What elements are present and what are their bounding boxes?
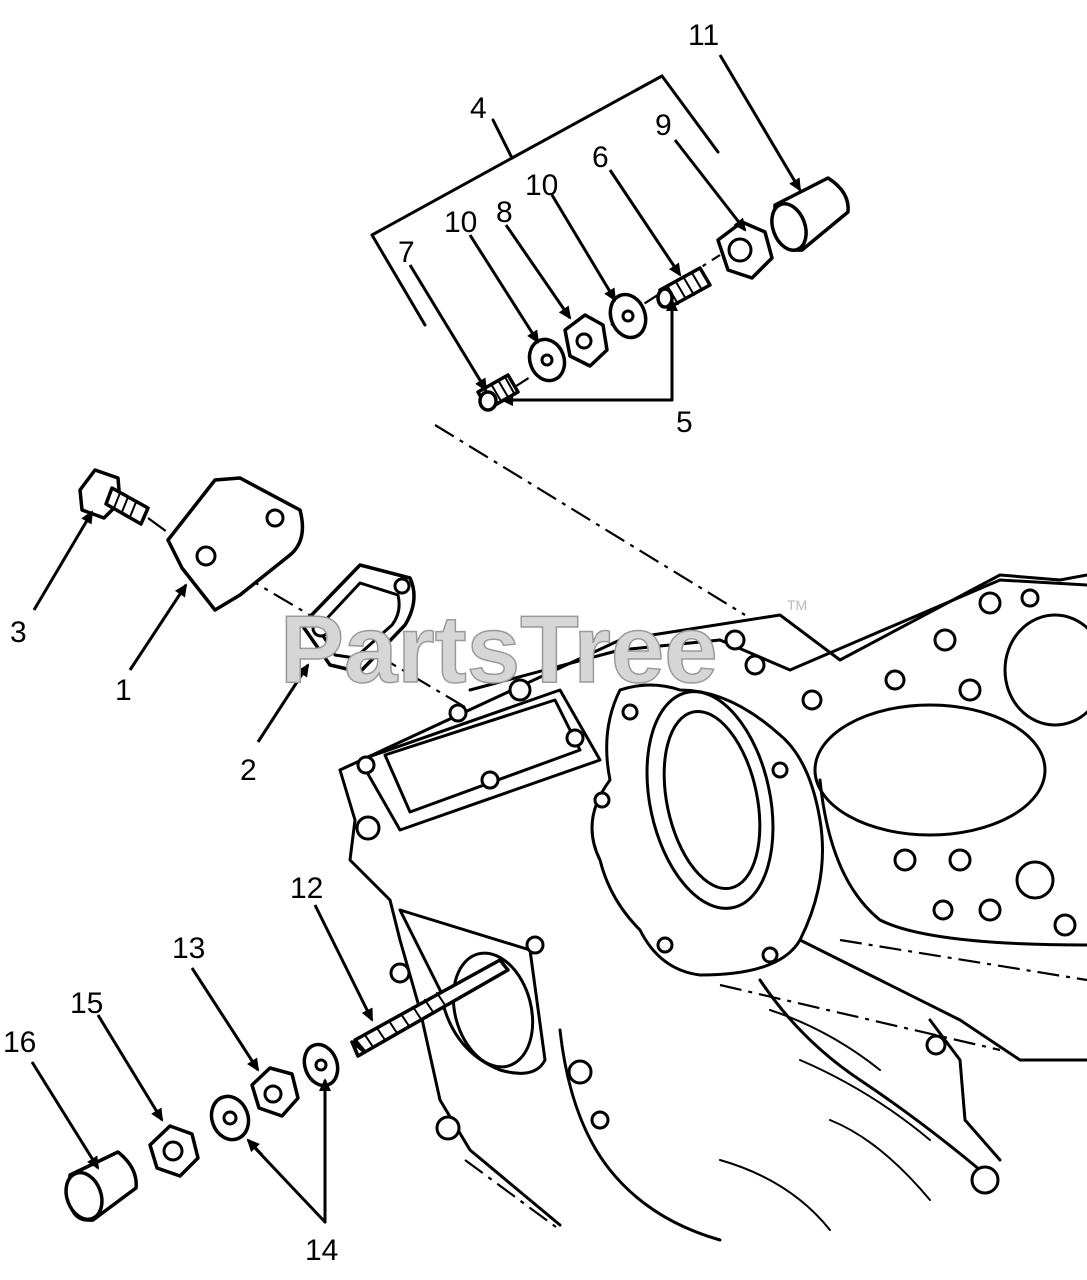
cap-11 xyxy=(770,176,850,252)
callout-3: 3 xyxy=(10,616,27,649)
callout-11: 11 xyxy=(688,19,719,52)
engine-block xyxy=(338,573,1087,1242)
leader-arrows xyxy=(30,54,802,1224)
callout-13: 13 xyxy=(172,932,205,965)
callout-7: 7 xyxy=(398,236,415,269)
callout-14: 14 xyxy=(305,1234,338,1267)
callout-2: 2 xyxy=(240,754,257,787)
watermark-trademark: TM xyxy=(787,597,807,613)
nut-9 xyxy=(716,220,774,280)
callout-9: 9 xyxy=(655,109,672,142)
washer-10-upper-left xyxy=(527,337,567,383)
watermark-text: PartsTree xyxy=(280,596,718,703)
callout-5: 5 xyxy=(676,406,693,439)
nut-8 xyxy=(563,313,609,368)
callout-1: 1 xyxy=(115,674,132,707)
gasket-2 xyxy=(300,563,416,674)
cover-plate-1 xyxy=(166,476,305,612)
washer-10-upper-right xyxy=(608,292,648,340)
callout-6: 6 xyxy=(592,141,609,174)
assembly-bracket-4 xyxy=(370,74,720,327)
stud-7 xyxy=(476,373,520,412)
washer-14-left xyxy=(209,1094,251,1142)
cap-16 xyxy=(64,1150,138,1222)
nut-13 xyxy=(250,1066,300,1118)
callout-4: 4 xyxy=(470,92,487,125)
callout-10-right: 10 xyxy=(525,169,558,202)
callout-12: 12 xyxy=(290,872,323,905)
callout-labels: 11 4 9 6 10 8 10 7 5 3 1 2 12 13 15 16 1… xyxy=(3,19,719,1267)
callout-10-left: 10 xyxy=(444,206,477,239)
nut-15 xyxy=(148,1124,200,1178)
stud-6 xyxy=(656,266,712,309)
stud-12 xyxy=(350,958,510,1058)
callout-16: 16 xyxy=(3,1026,36,1059)
washer-14-right xyxy=(302,1042,340,1088)
bolt-3 xyxy=(78,468,150,526)
callout-15: 15 xyxy=(70,987,103,1020)
callout-8: 8 xyxy=(496,196,513,229)
